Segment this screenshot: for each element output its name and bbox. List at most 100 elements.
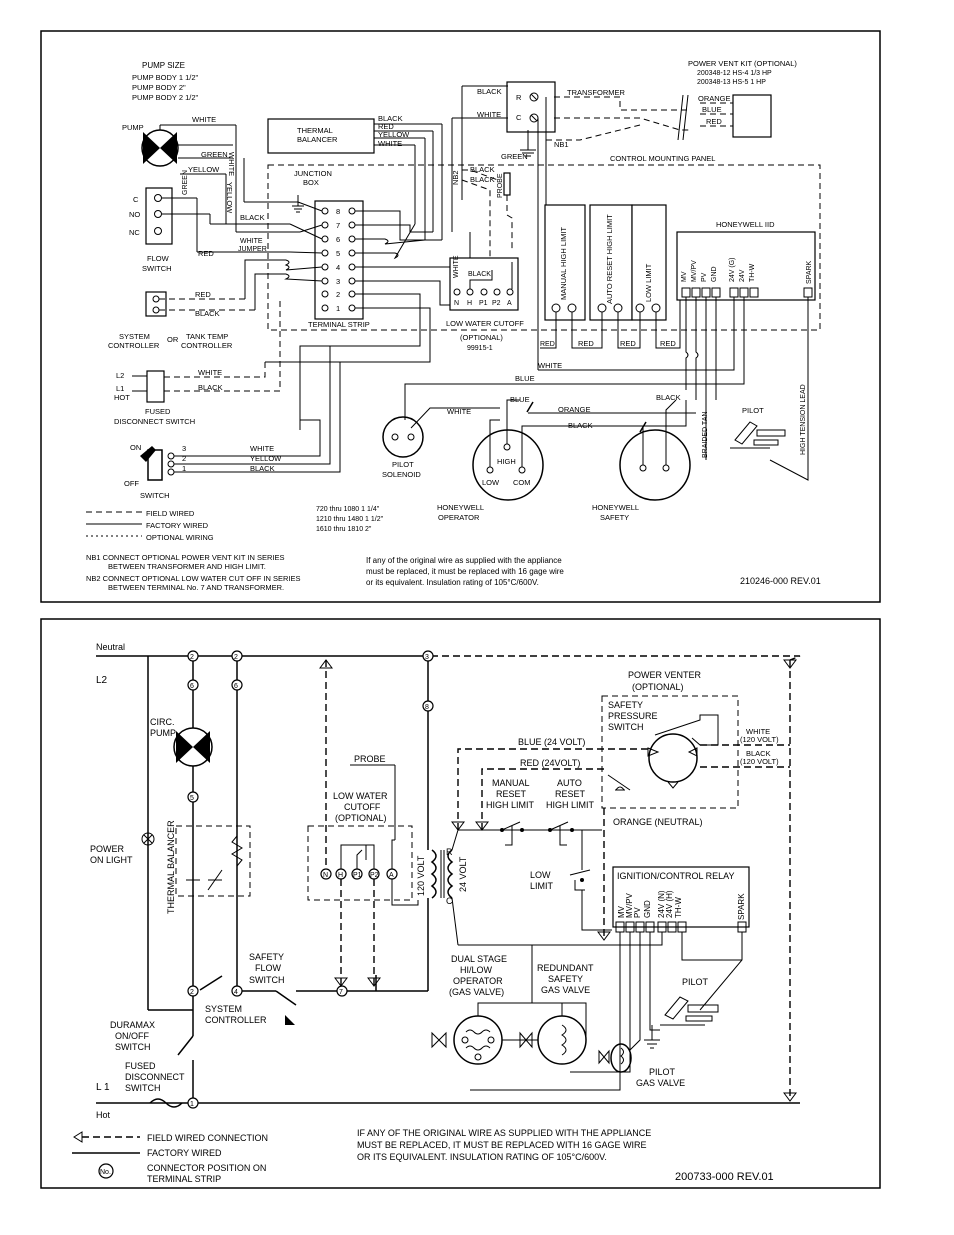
- iid-term-label: TH-W: [749, 263, 756, 282]
- white120-label: (120 VOLT): [740, 735, 779, 744]
- bottom-schematic: Neutral L2 L 1 Hot 2 2 6 6 5 2 4 7 3 1 8…: [40, 618, 881, 1189]
- ignition-control-relay: [612, 866, 750, 928]
- thermal-balancer-box: [267, 118, 375, 154]
- heater-resistor-icon: [231, 835, 243, 867]
- wire-label-white: WHITE: [250, 444, 274, 453]
- terminal-number: 5: [336, 249, 340, 258]
- system-controller-label: CONTROLLER: [108, 341, 160, 350]
- pilot-label: PILOT: [682, 977, 709, 987]
- nb1-note: BETWEEN TRANSFORMER AND HIGH LIMIT.: [108, 562, 266, 571]
- wire-label-blue: BLUE: [510, 395, 530, 404]
- switch-term: 3: [182, 444, 186, 453]
- wire-note: IF ANY OF THE ORIGINAL WIRE AS SUPPLIED …: [357, 1128, 651, 1138]
- transformer-c: C: [516, 113, 522, 122]
- node-number: 5: [190, 795, 194, 802]
- node-number: 6: [234, 683, 238, 690]
- duramax-switch-contact: [177, 1035, 194, 1056]
- flow-switch-block: [145, 187, 173, 245]
- pump-size-line: PUMP BODY 1 1/2": [132, 73, 199, 82]
- fused-label: DISCONNECT SWITCH: [114, 417, 195, 426]
- transformer-r: R: [446, 847, 453, 857]
- node-number: 2: [190, 654, 194, 661]
- ground-icon: [644, 1025, 660, 1049]
- pilot-icon: [730, 421, 786, 449]
- power-venter-label: (OPTIONAL): [632, 682, 684, 692]
- wire-label-red: RED: [620, 339, 636, 348]
- operator-label: OPERATOR: [438, 513, 480, 522]
- wire-label-blue: BLUE: [702, 105, 722, 114]
- wire-label-black: BLACK: [240, 213, 265, 222]
- transformer-label: TRANSFORMER: [567, 88, 626, 97]
- node-number: 4: [234, 989, 238, 996]
- control-panel-label: CONTROL MOUNTING PANEL: [610, 154, 715, 163]
- iid-term-label: MV/PV: [691, 260, 698, 282]
- braided-tan-label: BRAIDED TAN: [702, 412, 709, 458]
- relay-term-label: MV: [617, 905, 626, 918]
- terminal-number: 6: [336, 235, 340, 244]
- nb1-label: NB1: [554, 140, 569, 149]
- legend-connector: TERMINAL STRIP: [147, 1174, 221, 1184]
- power-vent-title: POWER VENT KIT (OPTIONAL): [688, 59, 797, 68]
- safety-pressure-label: PRESSURE: [608, 711, 658, 721]
- wire-label-red: RED: [195, 290, 211, 299]
- relay-term-label: GND: [643, 900, 652, 918]
- hot-label: Hot: [96, 1110, 111, 1120]
- terminal-number: 7: [336, 221, 340, 230]
- switch-term: 2: [182, 454, 186, 463]
- manual-reset-high-limit-contact: [500, 821, 524, 846]
- wire-note: or its equivalent. Insulation rating of …: [366, 578, 539, 587]
- white120-label: WHITE: [746, 727, 770, 736]
- node-number: 7: [339, 989, 343, 996]
- flow-switch-no: NO: [129, 210, 140, 219]
- node-number: 6: [190, 683, 194, 690]
- wire-label-black: BLACK: [195, 309, 220, 318]
- legend-no: No.: [100, 1169, 111, 1176]
- legend-optional: OPTIONAL WIRING: [146, 533, 214, 542]
- relay-term-label: PV: [633, 907, 642, 918]
- power-on-light-label: ON LIGHT: [90, 855, 133, 865]
- pump-size-line: PUMP BODY 2": [132, 83, 186, 92]
- legend-field-arrow: [73, 1131, 140, 1143]
- thermal-balancer-label: THERMAL BALANCER: [166, 820, 176, 914]
- lwco-term: A: [389, 872, 394, 879]
- pilot-solenoid-label: SOLENOID: [382, 470, 421, 479]
- power-venter-box: [601, 695, 739, 809]
- size-row: 1210 thru 1480 1 1/2": [316, 516, 384, 523]
- duramax-label: DURAMAX: [110, 1020, 155, 1030]
- safety-flow-switch-contact: [275, 990, 297, 1006]
- nb2-label: NB2: [451, 170, 460, 185]
- lwco-term: P2: [492, 300, 501, 307]
- wire-label-white: WHITE: [538, 361, 562, 370]
- redundant-label: REDUNDANT: [537, 963, 594, 973]
- probe-rod: [503, 172, 511, 196]
- connector-position-icon: [98, 1163, 114, 1179]
- safety-label: SAFETY: [600, 513, 629, 522]
- v24-label: 24 VOLT: [458, 856, 468, 892]
- terminal-strip-terminals: [321, 207, 356, 312]
- node-number: 1: [190, 1101, 194, 1108]
- circ-pump-label: PUMP: [150, 728, 176, 738]
- legend-field: FIELD WIRED CONNECTION: [147, 1133, 268, 1143]
- dual-stage-label: HI/LOW: [460, 965, 493, 975]
- white-jumper-label: JUMPER: [238, 246, 267, 253]
- circ-pump-label: CIRC.: [150, 717, 175, 727]
- fused-label: DISCONNECT: [125, 1072, 185, 1082]
- thermal-balancer-label: BALANCER: [297, 135, 338, 144]
- wire-label-white: WHITE: [198, 368, 222, 377]
- lwco-label: LOW WATER: [333, 791, 388, 801]
- wire-label-black: BLACK: [470, 175, 495, 184]
- switch-label: SWITCH: [140, 491, 170, 500]
- wire-label-red: RED: [578, 339, 594, 348]
- lwco-term: P2: [370, 872, 379, 879]
- terminal-number: 4: [336, 263, 340, 272]
- pilot-gas-valve-label: GAS VALVE: [636, 1078, 685, 1088]
- redundant-label: SAFETY: [548, 974, 583, 984]
- lwco-term: P1: [479, 300, 488, 307]
- nb1-note: NB1 CONNECT OPTIONAL POWER VENT KIT IN S…: [86, 553, 285, 562]
- lwco-term: N: [323, 872, 328, 879]
- terminal-number: 8: [336, 207, 340, 216]
- switch-on-label: ON: [130, 443, 141, 452]
- safety-flow-label: FLOW: [255, 963, 282, 973]
- bottom-diagram-frame: [40, 618, 881, 1189]
- pump-icon: [141, 129, 179, 167]
